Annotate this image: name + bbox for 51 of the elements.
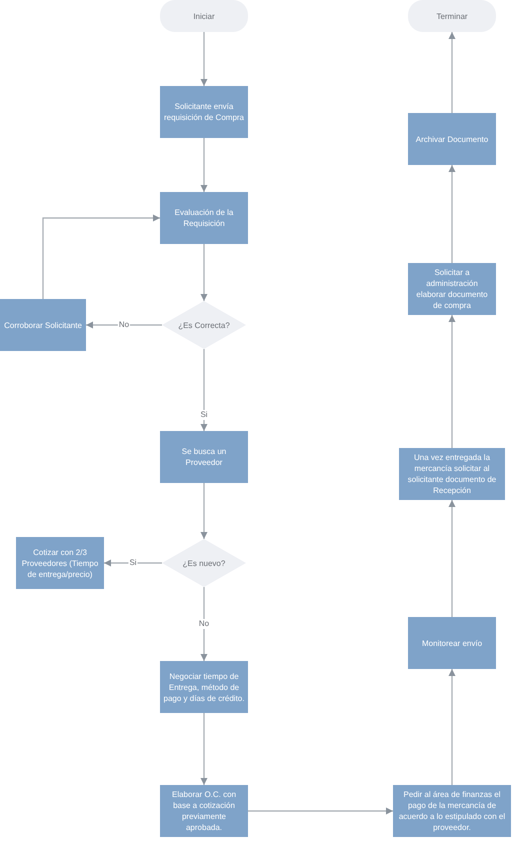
- step-text: Evaluación de la Requisición: [174, 207, 234, 229]
- arrow: [200, 713, 208, 785]
- decision-diamond: [162, 539, 246, 587]
- step-text: Una vez entregada la mercancía solicitar al solicitante documento de Recepción: [406, 452, 498, 496]
- arrow: [42, 214, 160, 299]
- process-box: [408, 617, 496, 669]
- step-text: Se busca un Proveedor: [180, 446, 228, 468]
- edge-label: Si: [128, 558, 138, 568]
- arrow: [200, 244, 208, 301]
- arrow: [448, 165, 456, 263]
- process-box: [160, 661, 248, 713]
- arrow: [448, 32, 456, 113]
- step-text: Elaborar O.C. con base a cotización previamente aprobada.: [170, 789, 238, 833]
- process-box: [0, 299, 86, 351]
- process-box: [399, 448, 505, 500]
- arrow: [200, 32, 208, 86]
- arrow: [200, 483, 208, 539]
- process-box: [16, 537, 104, 589]
- step-text: Archivar Documento: [416, 134, 488, 144]
- terminator-text: Iniciar: [193, 10, 215, 22]
- arrow: [448, 315, 456, 448]
- decision-diamond: [162, 301, 246, 349]
- arrow: [86, 322, 162, 328]
- edge-label: No: [118, 320, 130, 330]
- step-text: Solicitar a administración elaborar documento de compra: [415, 267, 489, 311]
- step-text: Solicitante envía requisición de Compra: [163, 101, 245, 123]
- arrow: [104, 560, 162, 566]
- arrow: [448, 669, 456, 785]
- process-box: [408, 113, 496, 165]
- edge-label: Si: [199, 410, 209, 420]
- step-text: Cotizar con 2/3 Proveedores (Tiempo de entrega/precio): [20, 546, 100, 580]
- process-box: [160, 785, 248, 837]
- terminator-pill: [408, 0, 496, 32]
- terminator-pill: [160, 0, 248, 32]
- step-text: Monitorear envío: [422, 638, 482, 648]
- decision-text: ¿Es Correcta?: [178, 320, 230, 330]
- terminator-text: Terminar: [436, 10, 468, 22]
- step-text: Corroborar Solicitante: [4, 320, 82, 330]
- step-text: Pedir al área de finanzas el pago de la mercancía de acuerdo a lo estipulado con el proveedor.: [398, 789, 506, 833]
- arrow: [200, 349, 208, 431]
- process-box: [408, 263, 496, 315]
- process-box: [160, 192, 248, 244]
- decision-text: ¿Es nuevo?: [182, 558, 226, 568]
- process-box: [160, 86, 248, 138]
- step-text: Negociar tiempo de Entrega, método de pago y días de crédito.: [163, 670, 245, 704]
- arrow: [448, 500, 456, 617]
- process-box: [160, 431, 248, 483]
- arrow: [200, 587, 208, 661]
- arrow: [248, 808, 393, 814]
- arrow: [200, 138, 208, 192]
- edge-label: No: [198, 619, 210, 629]
